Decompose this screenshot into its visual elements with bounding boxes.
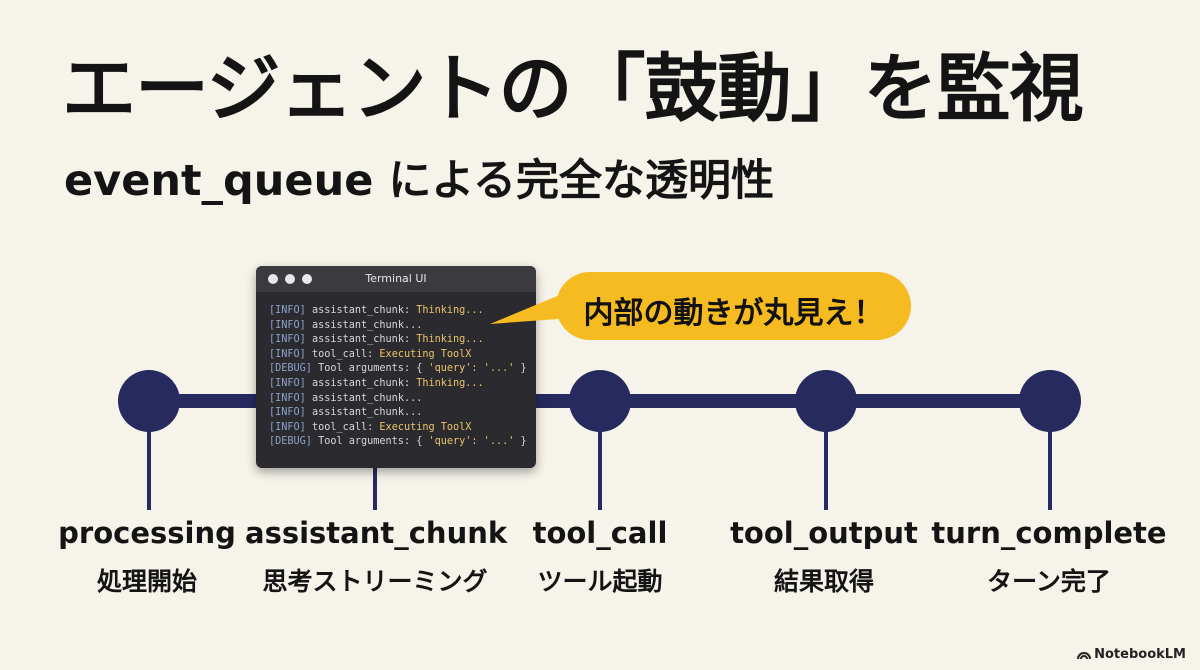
brand-name: NotebookLM (1094, 647, 1186, 662)
terminal-log-line: [INFO] assistant_chunk: Thinking... (269, 304, 530, 319)
stage-label-turn-complete: turn_complete (931, 516, 1167, 550)
window-dot-icon (302, 274, 312, 284)
log-highlight: Thinking... (416, 305, 484, 316)
terminal-titlebar: Terminal UI (256, 266, 536, 292)
log-text: tool_call: (305, 348, 380, 360)
window-dot-icon (285, 274, 295, 284)
terminal-log-line: [INFO] assistant_chunk: Thinking... (269, 333, 530, 348)
log-level: [INFO] (269, 421, 306, 433)
window-dot-icon (268, 274, 278, 284)
log-level: [INFO] (269, 392, 306, 404)
stage-sublabel-turn-complete: ターン完了 (987, 567, 1111, 596)
brand-mark: NotebookLM (1077, 647, 1186, 662)
stage-sublabel-tool-call: ツール起動 (537, 567, 663, 596)
log-level: [INFO] (269, 348, 306, 360)
page-title: エージェントの「鼓動」を監視 (62, 46, 1084, 132)
stage-label-processing: processing (58, 516, 236, 550)
stage-label-tool-call: tool_call (532, 516, 668, 550)
log-level: [INFO] (269, 305, 306, 316)
log-text: Tool arguments: { (311, 363, 429, 375)
terminal-log-line: [INFO] assistant_chunk: Thinking... (269, 377, 530, 392)
log-highlight: 'query': '...' (428, 436, 515, 448)
log-suffix: } (514, 436, 527, 448)
log-text: Tool arguments: { (311, 436, 429, 448)
terminal-log-line: [INFO] assistant_chunk... (269, 319, 530, 334)
page-subtitle: event_queue による完全な透明性 (64, 156, 775, 206)
terminal-log-line: [INFO] tool_call: Executing ToolX (269, 348, 530, 363)
log-level: [INFO] (269, 377, 306, 389)
stage-sublabel-tool-output: 結果取得 (773, 567, 874, 596)
log-suffix: } (514, 363, 527, 375)
log-highlight: Executing ToolX (379, 348, 472, 360)
stage-sublabel-processing: 処理開始 (96, 567, 197, 596)
log-text: assistant_chunk: (305, 334, 417, 346)
stage-sublabel-assistant-chunk: 思考ストリーミング (262, 567, 488, 596)
terminal-log-line: [INFO] tool_call: Executing ToolX (269, 421, 530, 436)
callout-text: 内部の動きが丸見え！ (583, 296, 884, 331)
log-text: assistant_chunk: (305, 377, 417, 389)
log-text: assistant_chunk... (305, 392, 423, 404)
callout-bubble: 内部の動きが丸見え！ (556, 272, 911, 340)
log-highlight: Thinking... (416, 377, 484, 389)
log-level: [INFO] (269, 319, 306, 331)
terminal-log-line: [DEBUG] Tool arguments: { 'query': '...'… (269, 362, 530, 377)
stage-label-assistant-chunk: assistant_chunk (245, 516, 508, 550)
timeline-stem-processing (147, 420, 151, 510)
log-level: [DEBUG] (269, 436, 312, 448)
terminal-log-line: [DEBUG] Tool arguments: { 'query': '...'… (269, 435, 530, 450)
log-level: [DEBUG] (269, 363, 312, 375)
log-highlight: Executing ToolX (379, 421, 472, 433)
terminal-log: [INFO] assistant_chunk: Thinking...[INFO… (269, 304, 530, 450)
terminal-window: Terminal UI [INFO] assistant_chunk: Thin… (256, 266, 536, 468)
timeline-stem-turn-complete (1048, 420, 1052, 510)
stage-label-tool-output: tool_output (730, 516, 918, 550)
timeline-stem-tool-call (598, 420, 602, 510)
log-level: [INFO] (269, 407, 306, 419)
log-text: assistant_chunk: (305, 305, 417, 316)
timeline-stem-tool-output (824, 420, 828, 510)
log-highlight: 'query': '...' (428, 363, 515, 375)
terminal-log-line: [INFO] assistant_chunk... (269, 392, 530, 407)
log-highlight: Thinking... (416, 334, 484, 346)
terminal-log-line: [INFO] assistant_chunk... (269, 406, 530, 421)
log-text: tool_call: (305, 421, 380, 433)
log-text: assistant_chunk... (305, 319, 423, 331)
terminal-title: Terminal UI (365, 272, 427, 285)
log-text: assistant_chunk... (305, 407, 423, 419)
notebooklm-logo-icon (1077, 652, 1092, 660)
log-level: [INFO] (269, 334, 306, 346)
